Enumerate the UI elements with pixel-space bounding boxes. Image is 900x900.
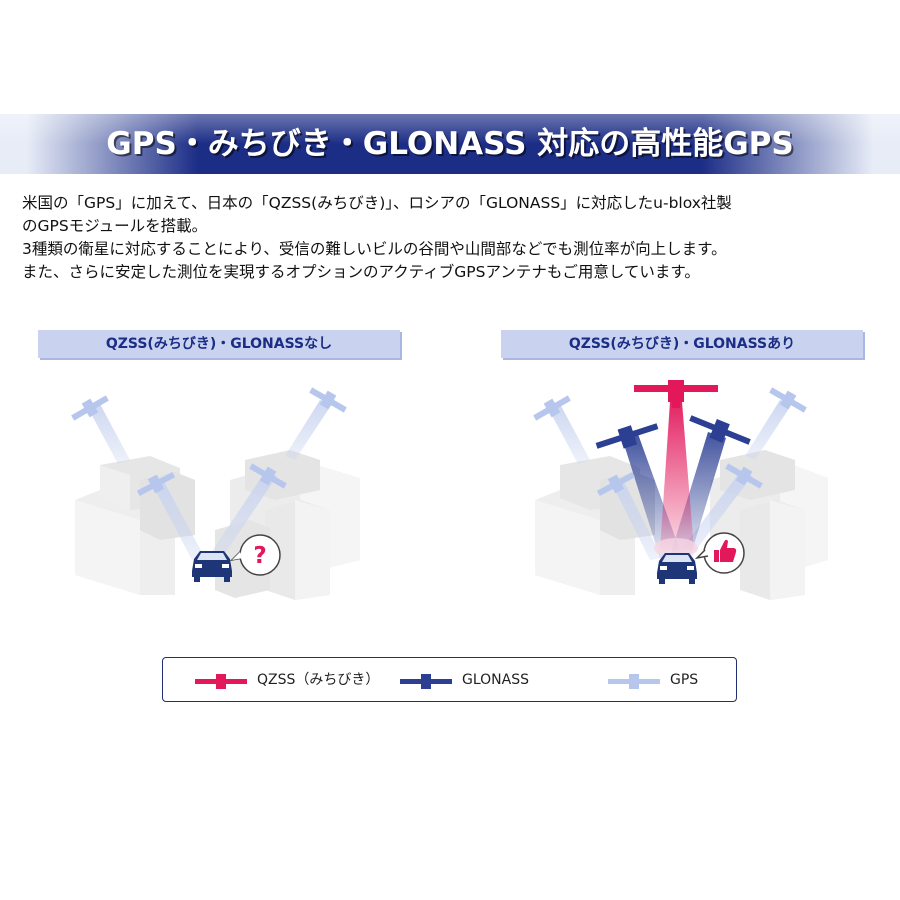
glonass-satellite-icon <box>595 423 659 449</box>
description-line: 3種類の衛星に対応することにより、受信の難しいビルの谷間や山間部などでも測位率が… <box>22 240 727 258</box>
legend: QZSS（みちびき） GLONASS GPS <box>162 657 737 702</box>
gps-beam <box>285 400 332 460</box>
description: 米国の「GPS」に加えて、日本の「QZSS(みちびき)」、ロシアの「GLONAS… <box>22 192 882 284</box>
legend-label: QZSS（みちびき） <box>257 672 380 688</box>
gps-satellite-icon <box>608 674 660 689</box>
gps-satellite-icon <box>309 387 347 413</box>
buildings-left <box>75 450 360 600</box>
gps-satellite-icon <box>533 395 571 421</box>
gps-satellite-icon <box>249 463 287 489</box>
gps-beam <box>150 478 205 560</box>
description-line: のGPSモジュールを搭載。 <box>22 217 208 235</box>
gps-satellite-icon <box>71 395 109 421</box>
glonass-satellite-icon <box>400 674 452 689</box>
thumbs-up-icon <box>714 539 737 562</box>
legend-label: GLONASS <box>462 672 529 688</box>
question-mark: ? <box>253 543 266 569</box>
gps-satellite-icon <box>769 387 807 413</box>
legend-label: GPS <box>670 672 699 688</box>
question-bubble: ? <box>229 534 281 576</box>
qzss-satellite-icon <box>634 380 718 408</box>
scene-without: ? <box>71 387 360 600</box>
gps-satellite-icon <box>725 463 763 489</box>
description-line: 米国の「GPS」に加えて、日本の「QZSS(みちびき)」、ロシアの「GLONAS… <box>22 194 732 212</box>
scene-with <box>533 380 828 600</box>
car-icon <box>657 553 697 584</box>
panel-label-with: QZSS(みちびき)・GLONASSあり <box>501 330 863 358</box>
description-line: また、さらに安定した測位を実現するオプションのアクティブGPSアンテナもご用意し… <box>22 263 700 281</box>
gps-beam <box>210 472 277 558</box>
qzss-beam <box>660 402 694 550</box>
page-title: GPS・みちびき・GLONASS 対応の高性能GPS <box>106 126 794 162</box>
thumbs-up-bubble <box>694 532 745 574</box>
gps-satellite-icon <box>136 471 176 497</box>
panel-label-without: QZSS(みちびき)・GLONASSなし <box>38 330 400 358</box>
qzss-satellite-icon <box>195 674 247 689</box>
gps-beam <box>88 404 130 464</box>
gps-satellite-icon <box>596 471 636 497</box>
car-icon <box>192 551 232 582</box>
title-banner: GPS・みちびき・GLONASS 対応の高性能GPS <box>0 114 900 174</box>
glonass-satellite-icon <box>689 415 751 445</box>
